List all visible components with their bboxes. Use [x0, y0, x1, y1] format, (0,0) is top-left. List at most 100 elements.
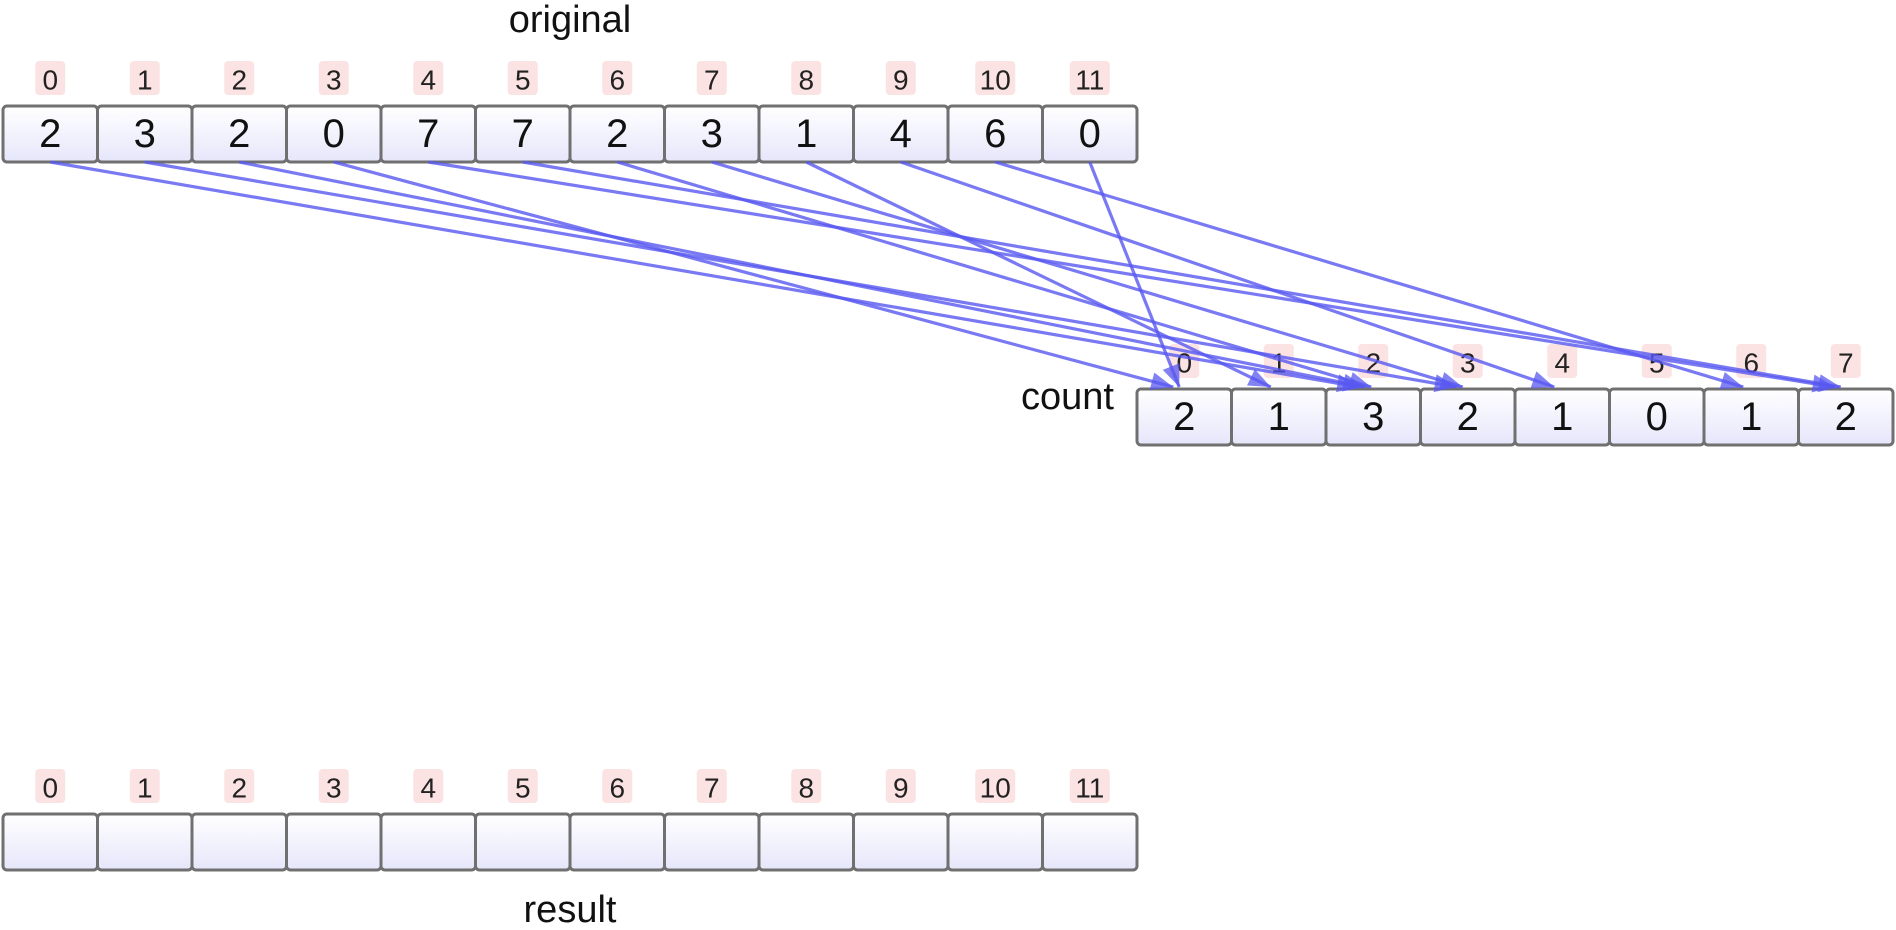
- result-cell: [946, 812, 1044, 872]
- arrow-head: [1817, 374, 1841, 393]
- original-index-label: 4: [420, 65, 436, 96]
- count-cell-value: 1: [1551, 395, 1573, 439]
- arrow-head: [1347, 372, 1372, 390]
- original-index-tag: 4: [413, 61, 444, 96]
- count-cell-value: 1: [1740, 395, 1762, 439]
- arrow-original-7-to-count-3: [711, 160, 1464, 389]
- count-array-label: count: [1021, 376, 1114, 418]
- result-index-label: 2: [231, 773, 247, 804]
- original-index-label: 8: [798, 65, 814, 96]
- original-index-tag: 2: [224, 61, 255, 96]
- original-cell: 0: [1041, 104, 1139, 164]
- original-index-label: 6: [609, 65, 625, 96]
- count-cell: 2: [1797, 387, 1895, 447]
- count-index-label: 7: [1838, 348, 1854, 379]
- arrow-original-0-to-count-2: [49, 160, 1360, 389]
- count-cell: 1: [1513, 387, 1611, 447]
- original-index-tag: 7: [696, 61, 727, 96]
- count-cell: 1: [1230, 387, 1328, 447]
- result-cell: [379, 812, 477, 872]
- arrow-head: [1162, 363, 1180, 387]
- original-cell-value: 0: [323, 112, 345, 156]
- result-index-tag: 1: [129, 769, 160, 804]
- original-cell: 0: [285, 104, 383, 164]
- original-cell: 4: [852, 104, 950, 164]
- arrow-original-8-to-count-1: [805, 160, 1272, 389]
- original-cell-value: 3: [134, 112, 156, 156]
- original-array-label: original: [509, 0, 632, 41]
- result-cell: [190, 812, 288, 872]
- result-index-label: 0: [42, 773, 58, 804]
- result-cell: [757, 812, 855, 872]
- count-cell: 3: [1324, 387, 1422, 447]
- count-cell: 2: [1419, 387, 1517, 447]
- result-index-tag: 0: [35, 769, 66, 804]
- arrow-head: [1719, 372, 1744, 390]
- original-cell: 2: [190, 104, 288, 164]
- arrow-head: [1149, 372, 1174, 390]
- original-cell-value: 2: [606, 112, 628, 156]
- result-index-label: 6: [609, 773, 625, 804]
- original-cell-value: 2: [39, 112, 61, 156]
- arrow-original-10-to-count-6: [994, 160, 1744, 389]
- original-cell: 3: [663, 104, 761, 164]
- count-cell: 0: [1608, 387, 1706, 447]
- result-cell: [568, 812, 666, 872]
- result-index-tag: 8: [791, 769, 822, 804]
- original-cell: 2: [568, 104, 666, 164]
- result-index-label: 4: [420, 773, 436, 804]
- result-index-label: 5: [515, 773, 531, 804]
- arrow-head: [1439, 372, 1463, 390]
- original-cell: 1: [757, 104, 855, 164]
- original-cell-value: 4: [890, 112, 912, 156]
- original-cell: 7: [379, 104, 477, 164]
- arrow-original-9-to-count-4: [900, 160, 1555, 389]
- result-index-label: 9: [893, 773, 909, 804]
- original-cell-value: 3: [701, 112, 723, 156]
- original-index-tag: 11: [1069, 61, 1110, 96]
- original-index-tag: 8: [791, 61, 822, 96]
- count-cell-value: 2: [1173, 395, 1195, 439]
- original-index-tag: 3: [318, 61, 349, 96]
- arrow-head: [1247, 369, 1271, 387]
- original-cell: 2: [1, 104, 99, 164]
- original-cell-value: 7: [512, 112, 534, 156]
- result-cell: [285, 812, 383, 872]
- original-index-label: 11: [1075, 65, 1104, 96]
- result-cell: [96, 812, 194, 872]
- original-cell: 3: [96, 104, 194, 164]
- original-cell-value: 7: [417, 112, 439, 156]
- mapping-arrows: [49, 160, 1842, 393]
- count-cell: 2: [1135, 387, 1233, 447]
- result-index-label: 10: [980, 773, 1011, 804]
- count-index-label: 3: [1460, 348, 1476, 379]
- count-cell-value: 3: [1362, 395, 1384, 439]
- original-cell: 6: [946, 104, 1044, 164]
- original-cell-value: 6: [984, 112, 1006, 156]
- original-index-tag: 5: [507, 61, 538, 96]
- count-index-tag: 4: [1547, 344, 1578, 379]
- original-index-tag: 0: [35, 61, 66, 96]
- result-cell: [852, 812, 950, 872]
- result-cell: [663, 812, 761, 872]
- result-cell: [474, 812, 572, 872]
- original-index-label: 5: [515, 65, 531, 96]
- original-index-tag: 6: [602, 61, 633, 96]
- count-index-tag: 3: [1452, 344, 1483, 379]
- result-cell: [1, 812, 99, 872]
- arrow-original-4-to-count-7: [427, 160, 1836, 389]
- count-cell: 1: [1702, 387, 1800, 447]
- original-cell: 7: [474, 104, 572, 164]
- result-index-tag: 10: [975, 769, 1016, 804]
- result-index-tag: 5: [507, 769, 538, 804]
- original-index-label: 1: [137, 65, 153, 96]
- result-index-label: 11: [1075, 773, 1104, 804]
- original-index-label: 10: [980, 65, 1011, 96]
- result-index-tag: 2: [224, 769, 255, 804]
- result-array-label: result: [524, 889, 617, 930]
- result-index-label: 8: [798, 773, 814, 804]
- original-cell-value: 2: [228, 112, 250, 156]
- result-index-label: 3: [326, 773, 342, 804]
